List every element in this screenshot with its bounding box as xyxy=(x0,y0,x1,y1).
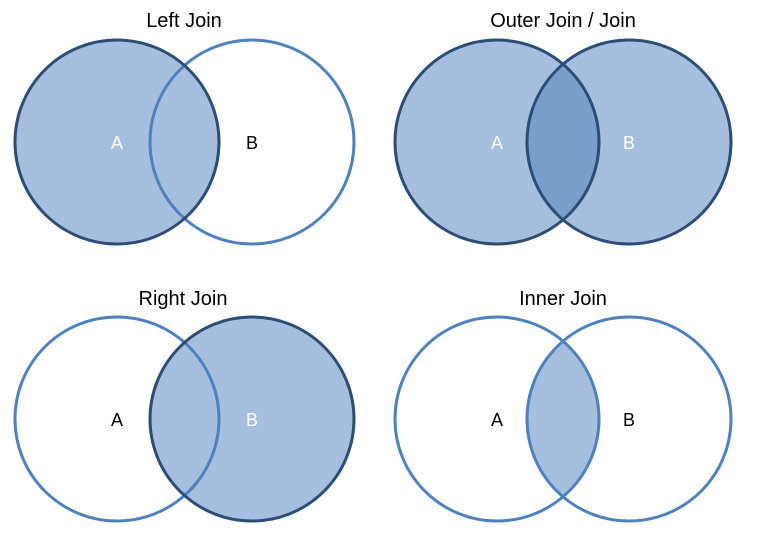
outer-join-intersection xyxy=(527,40,599,244)
inner-join-circle-b-outline xyxy=(525,315,733,523)
right-join-circle-b-fill xyxy=(150,317,354,521)
inner-join-panel: Inner Join A B xyxy=(393,288,733,523)
left-join-title: Left Join xyxy=(146,10,222,32)
inner-join-circle-a-outline xyxy=(393,315,601,523)
right-join-circle-a-outline xyxy=(13,315,221,523)
outer-join-panel: Outer Join / Join A B xyxy=(393,10,733,246)
outer-join-label-a: A xyxy=(491,133,503,153)
right-join-title: Right Join xyxy=(139,288,228,310)
right-join-panel: Right Join A B xyxy=(13,288,356,523)
left-join-label-a: A xyxy=(111,133,123,153)
inner-join-intersection xyxy=(527,317,599,521)
inner-join-title: Inner Join xyxy=(519,288,607,310)
left-join-circle-a-outline xyxy=(13,38,221,246)
left-join-circle-b-outline xyxy=(148,38,356,246)
outer-join-circle-a-outline xyxy=(393,38,601,246)
outer-join-circle-b-outline xyxy=(525,38,733,246)
inner-join-label-a: A xyxy=(491,410,503,430)
inner-join-label-b: B xyxy=(623,410,635,430)
left-join-circle-a-fill xyxy=(15,40,219,244)
outer-join-label-b: B xyxy=(623,133,635,153)
right-join-label-b: B xyxy=(246,410,258,430)
right-join-label-a: A xyxy=(111,410,123,430)
left-join-panel: Left Join A B xyxy=(13,10,356,246)
left-join-label-b: B xyxy=(246,133,258,153)
outer-join-title: Outer Join / Join xyxy=(490,10,636,32)
right-join-circle-b-outline xyxy=(148,315,356,523)
